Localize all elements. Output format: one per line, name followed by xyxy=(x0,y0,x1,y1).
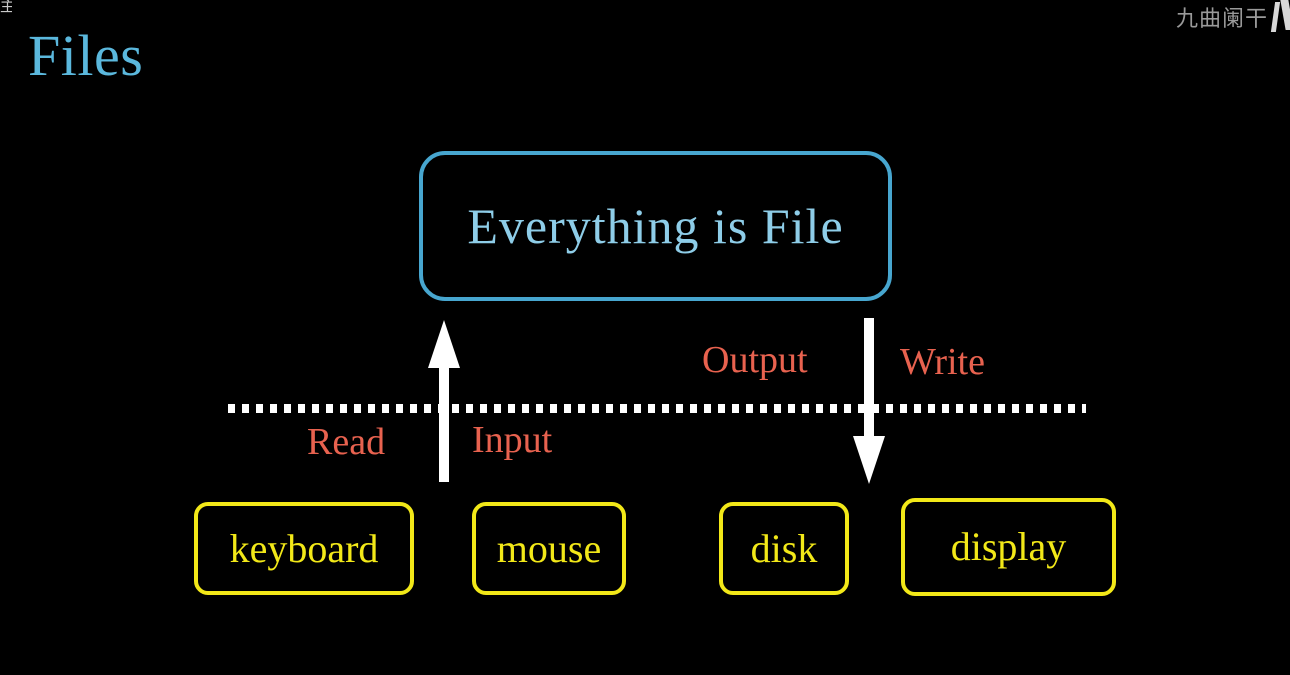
flow-label-output: Output xyxy=(702,339,808,381)
arrow-up-shaft xyxy=(439,364,449,482)
device-box-display: display xyxy=(901,498,1116,596)
kernel-user-boundary-line xyxy=(228,404,1086,413)
flow-label-write: Write xyxy=(900,341,985,383)
arrow-up-head xyxy=(428,320,460,368)
watermark-mark-stroke-right xyxy=(1280,0,1290,30)
page-title: Files xyxy=(28,23,144,88)
device-label-keyboard: keyboard xyxy=(229,525,379,571)
device-label-display: display xyxy=(950,524,1067,569)
watermark-text: 九曲阑干 xyxy=(1175,6,1268,31)
device-box-keyboard: keyboard xyxy=(194,502,414,595)
watermark-mark-stroke-left xyxy=(1270,2,1281,32)
flow-label-input: Input xyxy=(472,419,553,461)
corner-glyph-artifact: 主 xyxy=(0,0,12,15)
device-label-mouse: mouse xyxy=(496,525,602,571)
concept-box-label: Everything is File xyxy=(467,198,844,254)
arrow-down-head xyxy=(853,436,885,484)
device-label-disk: disk xyxy=(750,525,818,571)
device-box-disk: disk xyxy=(719,502,849,595)
arrow-down-icon xyxy=(853,318,885,484)
arrow-down-shaft xyxy=(864,318,874,438)
watermark-logo-mark-icon xyxy=(1270,0,1290,34)
device-box-mouse: mouse xyxy=(472,502,626,595)
concept-box-everything-is-file: Everything is File xyxy=(419,151,892,301)
flow-label-read: Read xyxy=(307,421,386,463)
arrow-up-icon xyxy=(428,320,460,482)
